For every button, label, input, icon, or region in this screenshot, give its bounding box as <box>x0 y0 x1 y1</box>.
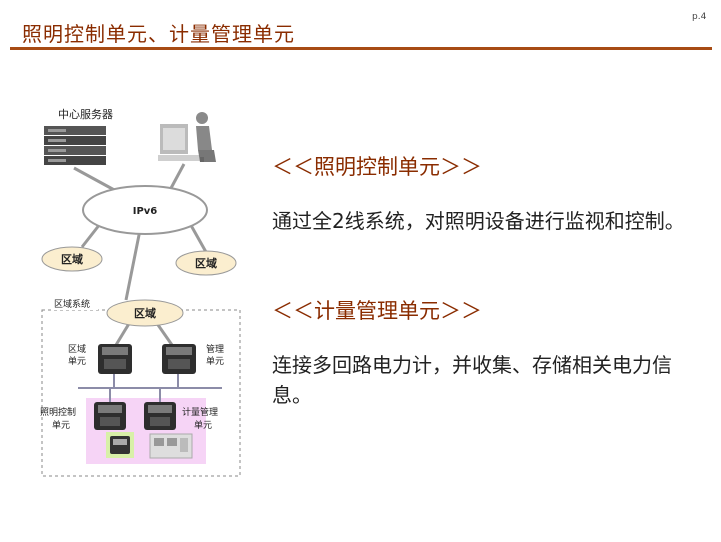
page-title: 照明控制单元、计量管理单元 <box>22 22 295 46</box>
network-links <box>73 163 208 346</box>
body-metering-unit: 连接多回路电力计，并收集、存储相关电力信息。 <box>272 353 672 407</box>
zone-right-ellipse <box>175 250 237 276</box>
heading-lighting-unit: ＜＜照明控制单元＞＞ <box>272 155 482 179</box>
zone-system-label: 区域系统 <box>54 298 90 310</box>
title-rule <box>10 47 712 50</box>
metering-unit-label-2: 单元 <box>194 419 212 431</box>
zone-right-label: 区域 <box>195 256 217 270</box>
lighting-unit-label-2: 单元 <box>52 419 70 431</box>
body-lighting-unit: 通过全2线系统，对照明设备进行监视和控制。 <box>272 209 685 233</box>
lighting-unit-device-icon <box>94 402 126 430</box>
ipv6-label: IPv6 <box>133 206 158 217</box>
workstation-user-icon <box>158 112 216 162</box>
ipv6-network-ellipse <box>82 185 208 235</box>
zone-unit-device-icon <box>98 344 132 374</box>
heading-metering-unit: ＜＜计量管理单元＞＞ <box>272 299 482 323</box>
zone-center-label: 区域 <box>134 306 156 320</box>
zone-unit-label-1: 区域 <box>68 343 86 355</box>
mgmt-unit-label-1: 管理 <box>206 343 224 355</box>
zone-left-ellipse <box>41 246 103 272</box>
metering-unit-label-1: 计量管理 <box>182 406 218 418</box>
meter-panel-icon <box>149 433 193 459</box>
zone-unit-label-2: 单元 <box>68 355 86 367</box>
lighting-unit-label-1: 照明控制 <box>40 406 76 418</box>
mgmt-unit-device-icon <box>162 344 196 374</box>
power-meter-icon <box>106 432 134 458</box>
metering-unit-device-icon <box>144 402 176 430</box>
server-label: 中心服务器 <box>58 108 113 121</box>
page-number: p.4 <box>692 12 707 22</box>
mgmt-unit-label-2: 单元 <box>206 355 224 367</box>
zone-center-ellipse <box>106 299 184 327</box>
zone-left-label: 区域 <box>61 252 83 266</box>
server-rack-icon <box>44 126 106 165</box>
